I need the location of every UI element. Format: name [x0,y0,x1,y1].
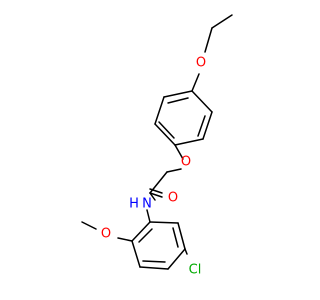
bond-ring2-4-inner [142,260,166,263]
bond-ring2-6-inner [138,228,153,243]
atom-cl: Cl [189,263,202,278]
atom-o-methoxy: O [101,227,111,242]
bond-ring2-1 [149,221,179,224]
bond-ring1-1 [191,90,213,113]
bond-o-aryl-top [191,73,200,92]
bond-ring1-4 [154,123,176,146]
bond-ring1-4-inner [158,121,175,139]
bond-ring1-6 [163,90,193,98]
bond-carbonyl-n [149,192,156,201]
bond-ethyl-ch2-o [204,27,213,53]
structure-svg: O O O N H O Cl [0,0,300,300]
bond-ring2-2 [177,222,186,250]
bond-ring1-2-inner [197,115,206,137]
bond-ring1-2 [202,111,213,140]
bond-o-ch2 [166,168,182,173]
bond-ring2-5 [131,240,141,268]
atom-o-carbonyl: O [168,191,178,206]
atom-n-amide: N [142,197,152,212]
bond-c-o-double-1 [149,192,163,198]
background [0,0,300,300]
bond-ring1-3 [174,138,204,146]
bond-ring2-4 [139,266,169,270]
bond-ring-cl [184,248,188,255]
bond-o-methyl [81,221,97,230]
bond-n-aryl [146,209,151,223]
atom-o-ethoxy: O [196,56,206,71]
bond-ring2-2-inner [172,227,179,248]
bond-c-o-double-2 [149,188,163,194]
atom-labels: O O O N H O Cl [101,56,206,278]
molecule-canvas: O O O N H O Cl [0,0,300,300]
atom-h-amide: H [129,197,139,212]
bond-ring1-5 [154,96,165,125]
atom-o-ether: O [181,155,191,170]
bond-ethyl-ch3-ch2 [211,14,233,29]
bond-aryl-o-ether [174,144,184,160]
bond-ring2-6 [131,221,151,242]
bond-ring2-3 [167,248,186,270]
bond-ring1-6-inner [167,97,189,104]
bonds [81,14,233,270]
bond-ring-o-methoxy [117,237,133,242]
